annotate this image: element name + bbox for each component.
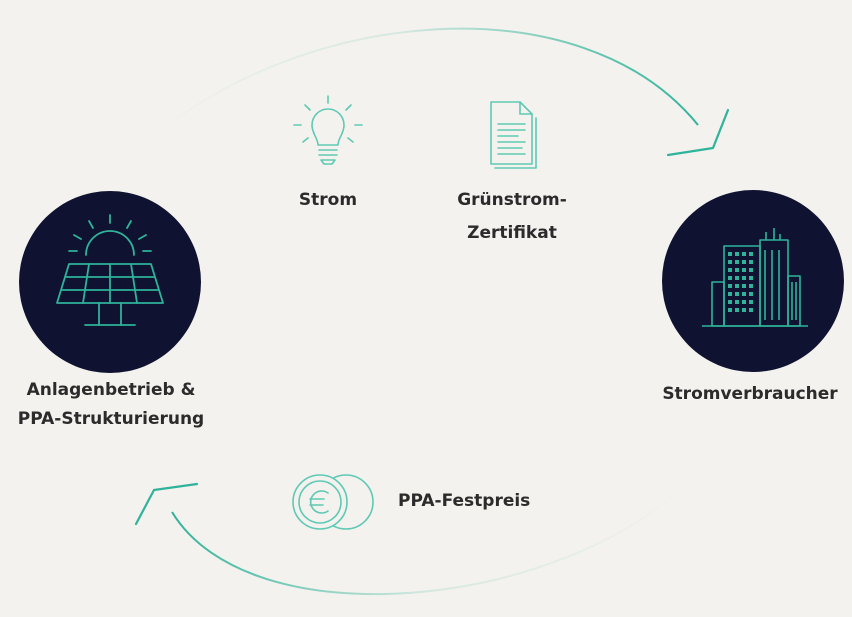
zertifikat-label-line1: Grünstrom- — [457, 190, 567, 210]
light-bulb-icon — [293, 95, 363, 165]
office-buildings-icon — [702, 228, 808, 327]
zertifikat-label-line2: Zertifikat — [467, 223, 557, 243]
left-node-label-line2: PPA-Strukturierung — [17, 409, 205, 429]
top-arrowhead — [666, 108, 730, 157]
top-arc — [149, 27, 699, 141]
document-icon — [490, 101, 537, 169]
right-node-label: Stromverbraucher — [662, 384, 838, 404]
bottom-arc — [171, 479, 691, 596]
left-node-label-line1: Anlagenbetrieb & — [26, 380, 196, 400]
solar-node-circle — [19, 191, 201, 373]
consumer-node-circle — [662, 190, 844, 372]
bottom-arrowhead — [134, 482, 199, 526]
euro-coin-icon — [292, 474, 374, 530]
left-node-label: Anlagenbetrieb & PPA-Strukturierung — [0, 378, 222, 431]
strom-label: Strom — [298, 190, 358, 210]
solar-panel-icon — [56, 214, 164, 326]
festpreis-label: PPA-Festpreis — [398, 491, 531, 511]
zertifikat-label: Grünstrom- Zertifikat — [440, 188, 584, 245]
